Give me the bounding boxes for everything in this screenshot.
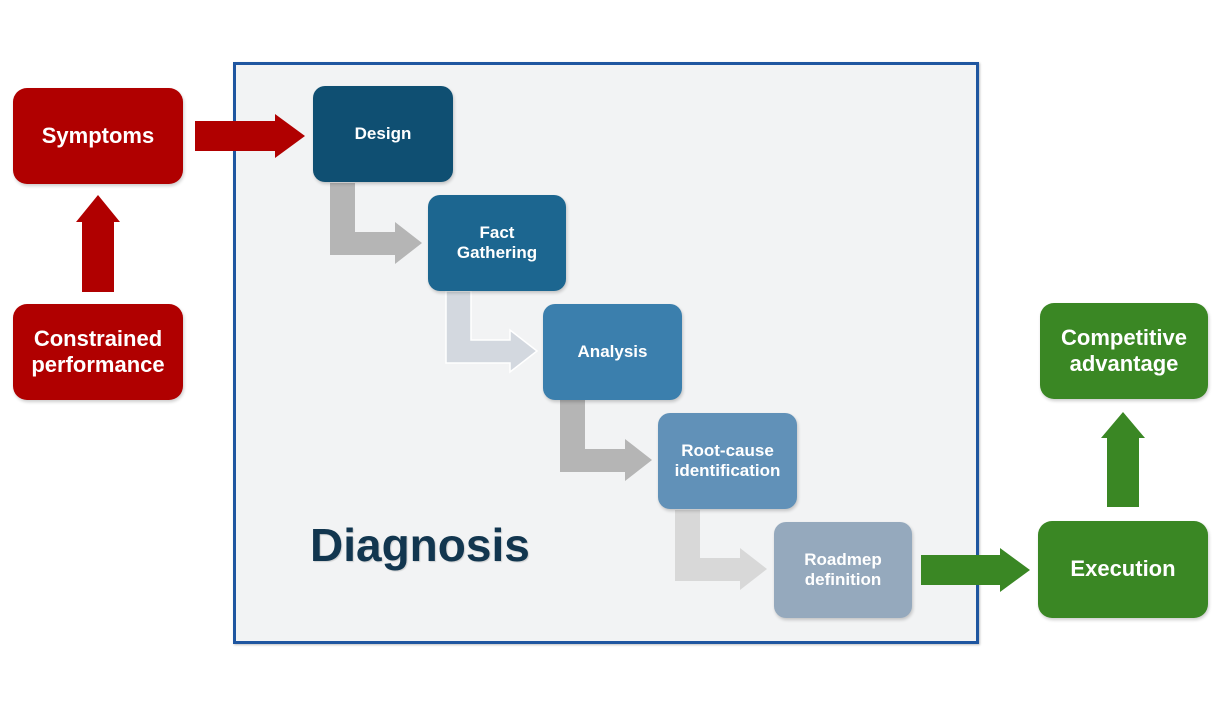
connector-analysis-to-rootcause (560, 400, 652, 481)
execution-label: Execution (1070, 556, 1176, 582)
step-analysis-label: Analysis (577, 341, 648, 361)
step-fact-gathering-label: Fact Gathering (456, 222, 538, 262)
step-root-cause: Root-cause identification (658, 413, 797, 509)
step-design-label: Design (354, 123, 412, 143)
constrained-performance-label: Constrained performance (31, 325, 165, 377)
diagnosis-title: Diagnosis (310, 519, 530, 571)
connector-design-to-fact (330, 183, 422, 264)
connector-rootcause-to-roadmap (675, 510, 767, 590)
symptoms-box: Symptoms (13, 88, 183, 184)
competitive-advantage-box: Competitive advantage (1040, 303, 1208, 399)
step-fact-gathering: Fact Gathering (428, 195, 566, 291)
arrow-execution-to-competitive (1101, 412, 1145, 507)
arrow-symptoms-to-design (195, 114, 305, 158)
step-roadmap: Roadmep definition (774, 522, 912, 618)
constrained-performance-box: Constrained performance (13, 304, 183, 400)
arrow-roadmap-to-execution (921, 548, 1030, 592)
step-roadmap-label: Roadmep definition (804, 549, 882, 589)
step-root-cause-label: Root-cause identification (674, 440, 781, 480)
arrow-constrained-to-symptoms (76, 195, 120, 292)
symptoms-label: Symptoms (41, 122, 155, 148)
step-design: Design (313, 86, 453, 182)
step-analysis: Analysis (543, 304, 682, 400)
connector-fact-to-analysis (445, 290, 539, 374)
competitive-advantage-label: Competitive advantage (1061, 324, 1187, 376)
execution-box: Execution (1038, 521, 1208, 618)
